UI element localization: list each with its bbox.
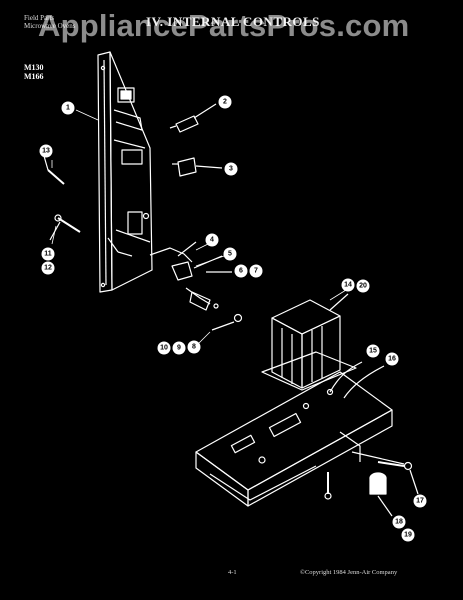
callout-3: 3 [224,162,238,176]
header-left-line2: Microwave Ovens [24,22,76,30]
svg-text:17: 17 [416,498,424,505]
callout-2: 2 [218,95,232,109]
screw-lower [324,472,332,500]
svg-text:16: 16 [388,356,396,363]
callout-17: 17 [413,494,427,508]
switch-part-2 [169,103,217,133]
foot-part-18 [369,472,393,517]
page-title: IV. INTERNAL CONTROLS [146,14,320,29]
callout-12: 12 [41,261,55,275]
base-chassis [195,371,405,507]
svg-text:3: 3 [229,166,233,173]
callout-14: 14 [341,278,355,292]
control-bracket [97,51,153,293]
copyright-notice: ©Copyright 1984 Jenn-Air Company [300,569,398,576]
callout-8: 8 [187,340,201,354]
model-number-1: M130 [24,63,44,72]
svg-text:10: 10 [160,345,168,352]
screw-part-17 [377,461,419,495]
callout-1: 1 [61,101,75,115]
svg-text:7: 7 [254,268,258,275]
transformer-part-14 [261,293,357,391]
callout-9: 9 [172,341,186,355]
callout-15: 15 [366,344,380,358]
callout-7: 7 [249,264,263,278]
callout-4: 4 [205,233,219,247]
switch-part-3 [172,157,223,177]
svg-text:18: 18 [395,519,403,526]
svg-text:4: 4 [210,237,214,244]
callout-5: 5 [223,247,237,261]
callout-6: 6 [234,264,248,278]
header-left-line1: Field Parts [24,14,55,22]
svg-text:12: 12 [44,265,52,272]
callout-16: 16 [385,352,399,366]
svg-text:9: 9 [177,345,181,352]
svg-text:14: 14 [344,282,352,289]
page-number: 4-1 [228,569,237,576]
site-watermark: AppliancePartsPros.com [38,8,410,43]
svg-text:13: 13 [42,148,50,155]
wires-part-15-16 [329,361,385,399]
model-number-2: M166 [24,72,44,81]
svg-text:20: 20 [359,283,367,290]
screw-part-13 [43,155,65,185]
screw-part-11 [49,214,81,241]
svg-text:8: 8 [192,344,196,351]
callout-20: 20 [356,279,370,293]
svg-text:2: 2 [223,99,227,106]
svg-text:5: 5 [228,251,232,258]
callout-13: 13 [39,144,53,158]
callout-18: 18 [392,515,406,529]
svg-text:11: 11 [44,251,52,258]
svg-text:15: 15 [369,348,377,355]
svg-text:1: 1 [66,105,70,112]
callout-19: 19 [401,528,415,542]
callout-10: 10 [157,341,171,355]
svg-text:6: 6 [239,268,243,275]
callout-11: 11 [41,247,55,261]
svg-text:19: 19 [404,532,412,539]
